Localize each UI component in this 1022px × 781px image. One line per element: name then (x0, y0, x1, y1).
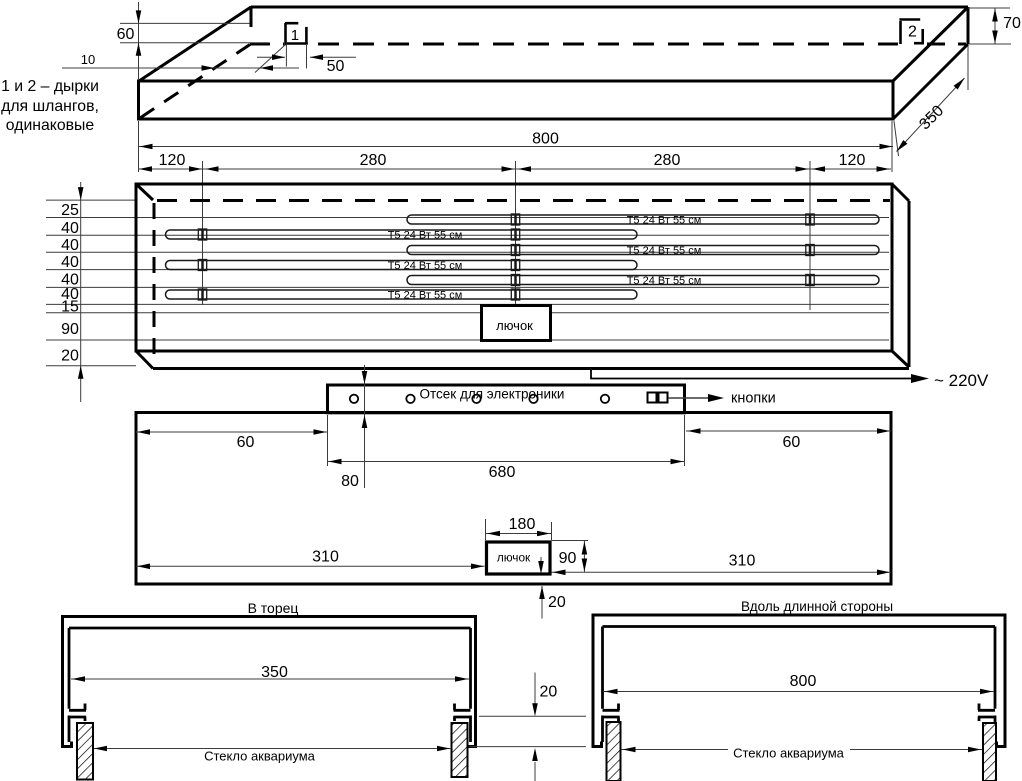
svg-text:Т5 24 Вт 55 см: Т5 24 Вт 55 см (388, 260, 463, 272)
svg-text:80: 80 (341, 473, 359, 490)
svg-text:350: 350 (261, 664, 288, 681)
svg-text:310: 310 (312, 549, 339, 566)
svg-text:50: 50 (327, 58, 345, 75)
svg-text:800: 800 (790, 673, 817, 690)
svg-text:120: 120 (839, 152, 866, 169)
svg-text:лючок: лючок (497, 551, 531, 565)
svg-text:10: 10 (81, 52, 95, 67)
svg-text:Т5 24 Вт 55 см: Т5 24 Вт 55 см (388, 230, 463, 242)
svg-text:90: 90 (559, 550, 577, 567)
svg-text:180: 180 (509, 516, 536, 533)
svg-text:680: 680 (489, 464, 516, 481)
svg-text:40: 40 (61, 286, 79, 303)
svg-text:Отсек для электроники: Отсек для электроники (420, 387, 565, 402)
svg-text:60: 60 (117, 26, 135, 43)
svg-text:лючок: лючок (496, 318, 533, 333)
svg-text:70: 70 (1003, 15, 1021, 32)
svg-text:280: 280 (360, 152, 387, 169)
svg-text:В торец: В торец (248, 600, 299, 616)
svg-text:1: 1 (291, 27, 299, 44)
svg-text:40: 40 (61, 220, 79, 237)
svg-text:60: 60 (783, 434, 801, 451)
svg-text:40: 40 (61, 237, 79, 254)
svg-text:Т5 24 Вт 55 см: Т5 24 Вт 55 см (388, 290, 463, 302)
svg-text:Вдоль длинной стороны: Вдоль длинной стороны (741, 599, 893, 614)
svg-text:Т5 24 Вт 55 см: Т5 24 Вт 55 см (627, 245, 702, 257)
svg-text:Стекло аквариума: Стекло аквариума (204, 749, 316, 764)
svg-text:25: 25 (61, 202, 79, 219)
svg-text:40: 40 (61, 254, 79, 271)
svg-text:90: 90 (61, 321, 79, 338)
svg-text:Т5 24 Вт 55 см: Т5 24 Вт 55 см (627, 215, 702, 227)
svg-text:Т5 24 Вт 55 см: Т5 24 Вт 55 см (627, 275, 702, 287)
svg-text:2: 2 (908, 24, 917, 41)
svg-text:кнопки: кнопки (731, 391, 776, 407)
svg-text:15: 15 (61, 299, 79, 316)
svg-text:20: 20 (61, 348, 79, 365)
svg-text:20: 20 (540, 684, 558, 701)
svg-text:Стекло аквариума: Стекло аквариума (733, 746, 845, 761)
svg-text:60: 60 (237, 434, 255, 451)
svg-text:120: 120 (159, 152, 186, 169)
svg-text:800: 800 (532, 131, 559, 148)
svg-text:~ 220V: ~ 220V (934, 371, 989, 390)
svg-text:280: 280 (654, 152, 681, 169)
svg-text:40: 40 (61, 272, 79, 289)
svg-text:310: 310 (729, 553, 756, 570)
svg-text:20: 20 (548, 594, 566, 611)
